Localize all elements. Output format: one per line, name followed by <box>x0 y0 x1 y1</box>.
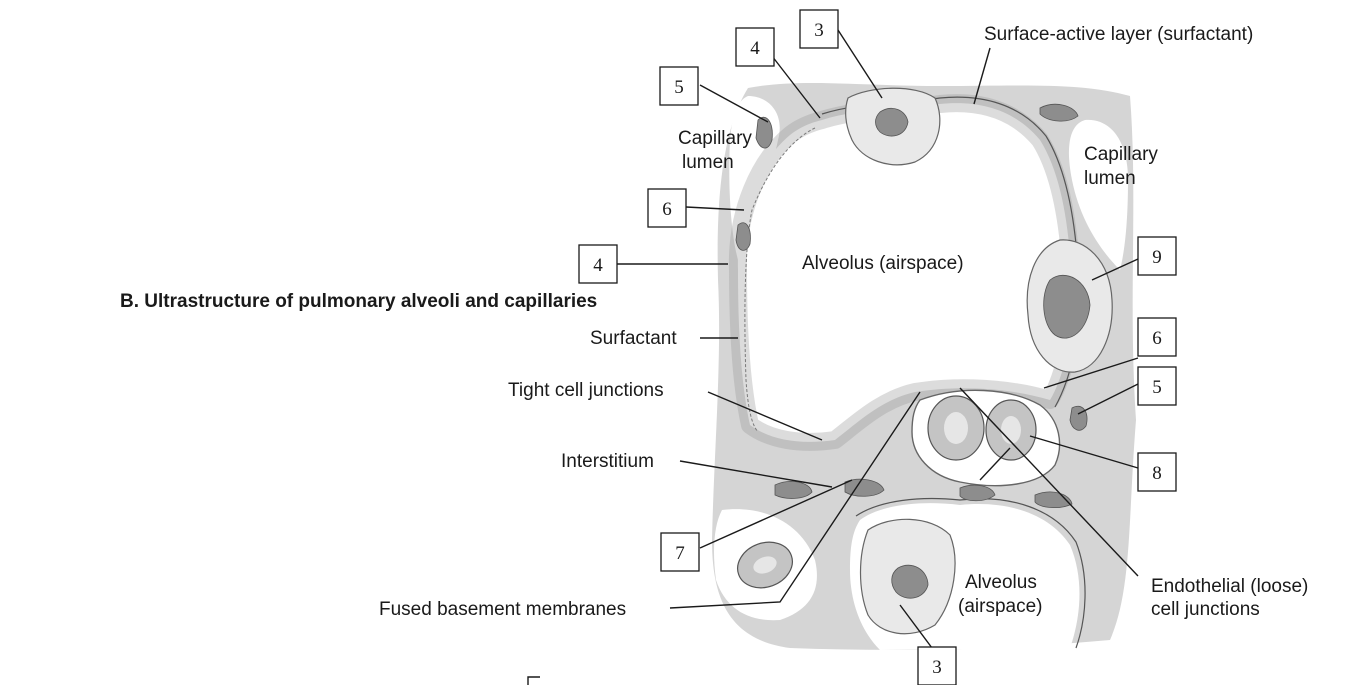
bottom-bracket-mark <box>528 677 540 685</box>
endothelial-nucleus-left-1 <box>756 117 772 148</box>
label-surface-active-layer: Surface-active layer (surfactant) <box>984 24 1253 45</box>
endothelial-nucleus-left-2 <box>736 223 750 251</box>
callout-bottom-3: 3 <box>918 647 956 685</box>
label-fused-basement-membranes: Fused basement membranes <box>379 599 626 620</box>
svg-text:3: 3 <box>814 20 824 41</box>
label-surfactant: Surfactant <box>590 328 677 349</box>
svg-text:6: 6 <box>662 199 672 220</box>
svg-text:5: 5 <box>1152 377 1162 398</box>
endothelial-nucleus-right <box>1070 406 1087 430</box>
label-alveolus-lower-1: Alveolus <box>965 572 1037 593</box>
svg-text:5: 5 <box>674 77 684 98</box>
svg-text:6: 6 <box>1152 328 1162 349</box>
label-alveolus-main: Alveolus (airspace) <box>802 253 964 274</box>
callout-right-9: 9 <box>1138 237 1176 275</box>
callout-left-5: 5 <box>660 67 698 105</box>
label-endothelial-2: cell junctions <box>1151 599 1260 620</box>
label-interstitium: Interstitium <box>561 451 654 472</box>
callout-left-4: 4 <box>579 245 617 283</box>
callout-left-7: 7 <box>661 533 699 571</box>
label-capillary-lumen-right-1: Capillary <box>1084 144 1158 165</box>
callout-top-3: 3 <box>800 10 838 48</box>
svg-text:4: 4 <box>750 38 760 59</box>
label-capillary-lumen-left-1: Capillary <box>678 128 752 149</box>
svg-text:9: 9 <box>1152 247 1162 268</box>
svg-text:4: 4 <box>593 255 603 276</box>
callout-right-5: 5 <box>1138 367 1176 405</box>
svg-text:8: 8 <box>1152 463 1162 484</box>
callout-right-8: 8 <box>1138 453 1176 491</box>
figure-title: B. Ultrastructure of pulmonary alveoli a… <box>120 291 597 312</box>
svg-text:3: 3 <box>932 657 942 678</box>
label-endothelial-1: Endothelial (loose) <box>1151 576 1308 597</box>
tissue-illustration <box>712 83 1136 650</box>
callout-top-4: 4 <box>736 28 774 66</box>
callout-right-6: 6 <box>1138 318 1176 356</box>
label-tight-cell-junctions: Tight cell junctions <box>508 380 664 401</box>
svg-text:7: 7 <box>675 543 685 564</box>
label-alveolus-lower-2: (airspace) <box>958 596 1042 617</box>
label-capillary-lumen-right-2: lumen <box>1084 168 1136 189</box>
callout-left-6: 6 <box>648 189 686 227</box>
label-capillary-lumen-left-2: lumen <box>682 152 734 173</box>
